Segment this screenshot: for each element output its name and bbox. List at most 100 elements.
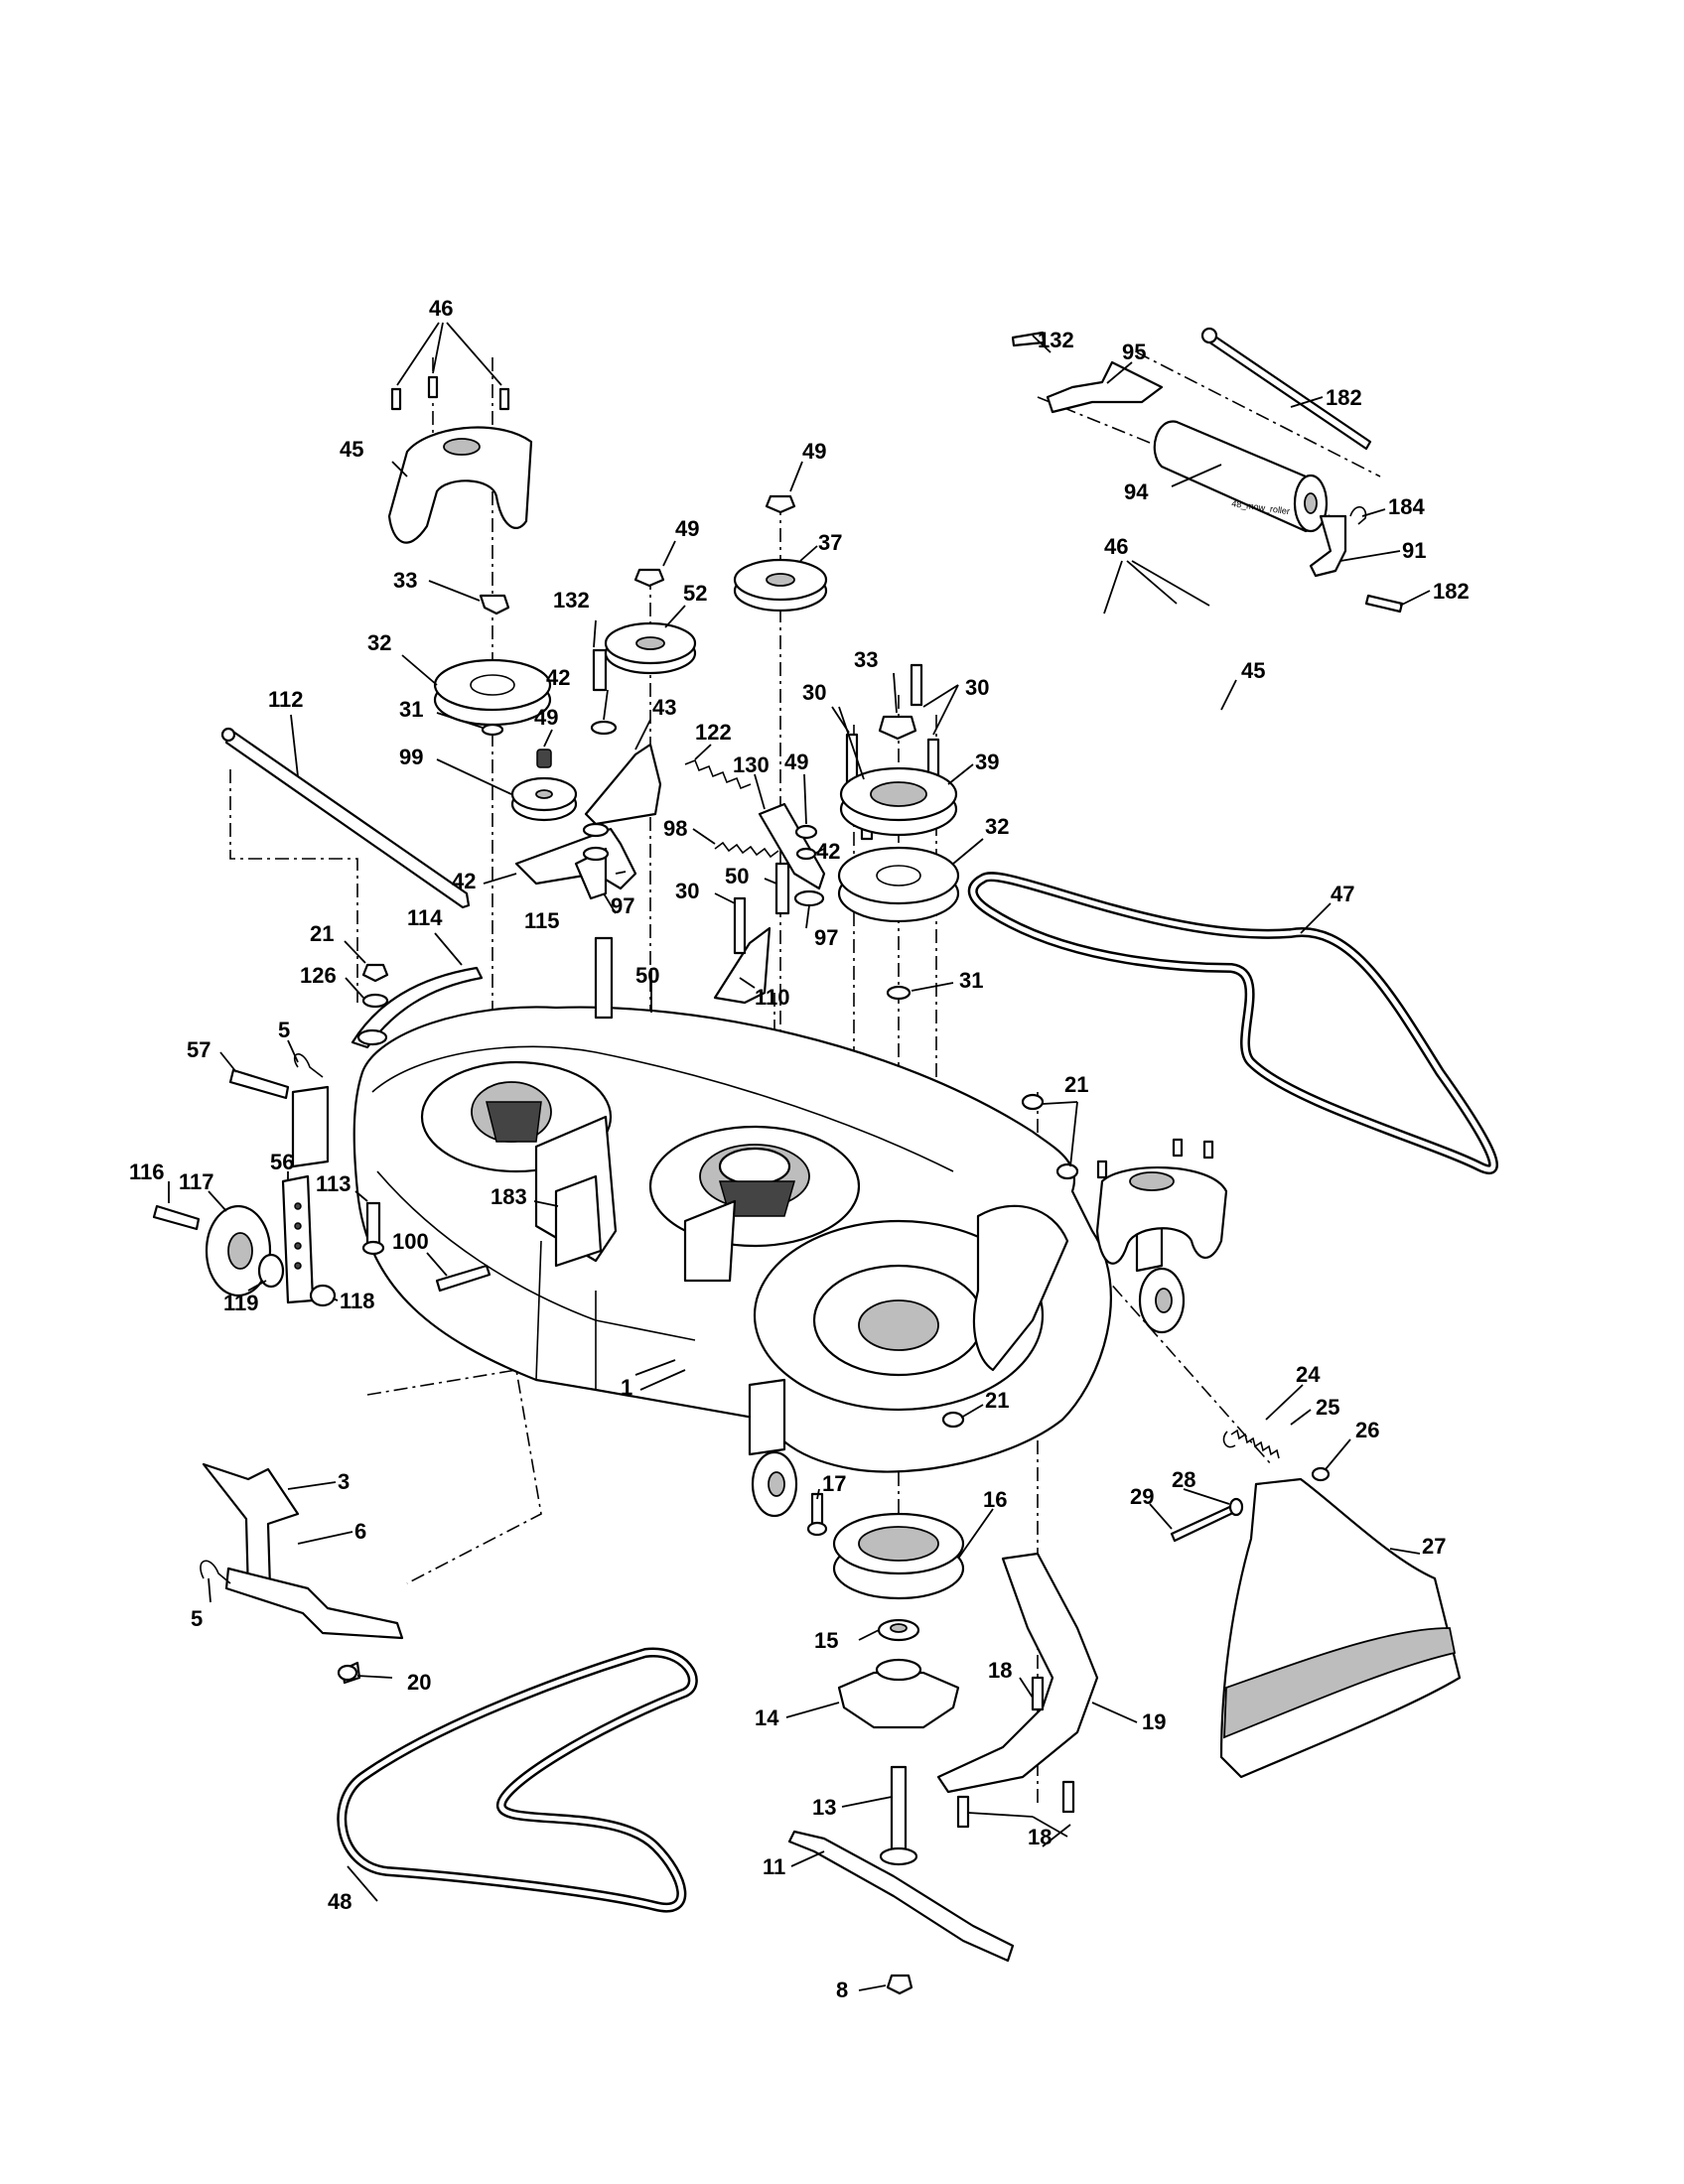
callout-21a: 21 [310,921,334,946]
bolt-132-top [1011,331,1046,347]
washer-97-right [793,889,825,907]
callout-26: 26 [1355,1418,1379,1442]
discharge-chute-27 [1219,1477,1462,1779]
pulley-32-right [837,846,960,923]
callout-33a: 33 [393,568,417,593]
callout-5a: 5 [278,1018,290,1042]
callout-13: 13 [812,1795,836,1820]
hinge-rod-29 [1170,1502,1241,1543]
callout-16: 16 [983,1487,1007,1512]
callout-6: 6 [354,1519,366,1544]
washer-28 [1228,1497,1244,1517]
right-spindle-cover [1095,1165,1228,1265]
bolt-113 [361,1201,385,1256]
callout-112: 112 [268,687,304,712]
belt-48 [337,1647,698,1913]
bolt-100 [435,1264,491,1293]
callout-46b: 46 [1104,534,1128,559]
callout-182: 182 [1326,385,1362,410]
callout-97a: 97 [611,893,634,918]
bolt-8 [886,1974,913,1995]
callout-15: 15 [814,1628,838,1653]
callout-37: 37 [818,530,842,555]
washer-49-center [794,824,818,861]
callout-45b: 45 [1241,658,1265,683]
callout-119: 119 [223,1291,259,1315]
callout-labels: 46 45 33 32 31 99 132 42 49 52 49 49 37 … [129,296,1470,2002]
callout-19: 20 [407,1670,431,1695]
callout-42b: 42 [816,839,840,864]
callout-3: 3 [338,1469,350,1494]
bracket-3 [202,1462,300,1595]
spindle-housing-14 [837,1658,960,1729]
callout-95: 95 [1122,340,1146,364]
callout-33b: 33 [854,647,878,672]
bolt-19 [337,1661,361,1685]
callout-117: 117 [179,1169,214,1194]
bolt-30-left [733,896,747,955]
callout-21c: 21 [985,1388,1009,1413]
wheel-117 [205,1204,272,1297]
callout-1: 1 [621,1375,632,1400]
bolt-50-center [774,862,790,915]
callout-5b: 5 [191,1606,203,1631]
callout-130: 132 [553,588,590,613]
roller-94: 48_mow_roller [1153,420,1329,533]
callout-21b: 21 [1064,1072,1088,1097]
callout-50b: 50 [635,963,659,988]
callout-99: 99 [399,745,423,769]
pin-5-top [293,1053,324,1078]
bracket-91 [1309,514,1347,578]
mower-deck-housing [291,1006,1186,1518]
callout-122: 126 [300,963,337,988]
pin-5-lower [200,1560,231,1584]
callout-29: 29 [1130,1484,1154,1509]
spring-121 [684,758,752,790]
spacer-ring-16 [832,1512,965,1600]
bearing-15 [877,1618,920,1642]
callout-20: 19 [1142,1709,1166,1734]
link-6 [224,1567,404,1640]
bolts-18 [956,1676,1075,1829]
callout-25: 25 [1316,1395,1339,1420]
callout-91: 91 [1402,538,1426,563]
spacer-119 [257,1253,285,1289]
callout-48: 48 [328,1889,351,1914]
callout-42c: 42 [452,869,476,893]
baffle-20 [936,1552,1099,1794]
idler-arm-115 [514,827,637,1020]
washer-31-left [481,723,504,737]
callout-31a: 31 [399,697,423,722]
callout-30a: 30 [675,879,699,903]
callout-49c: 49 [802,439,826,464]
callout-27: 27 [1422,1534,1446,1559]
callout-97b: 97 [814,925,838,950]
bracket-43 [584,743,662,826]
washer-122 [361,963,389,1009]
pulley-32-left [433,658,552,727]
callout-18a: 18 [988,1658,1012,1683]
nut-33-left [479,594,510,615]
callout-45a: 45 [340,437,363,462]
bracket-114 [351,966,484,1049]
bolt-132-bottom [1364,594,1404,614]
screws-46-left [390,375,510,411]
callout-14: 14 [755,1706,779,1730]
callout-57: 57 [187,1037,210,1062]
callout-56: 56 [270,1150,294,1174]
nut-26 [1311,1466,1331,1482]
callout-113: 113 [316,1171,351,1196]
idler-pulley-52 [604,568,697,675]
washers-42 [582,720,618,862]
callout-94: 94 [1124,479,1149,504]
callout-47: 47 [1331,882,1354,906]
callout-11: 11 [763,1854,785,1879]
callout-31b: 31 [959,968,983,993]
callout-17: 17 [822,1471,846,1496]
roller-pin-182 [1200,327,1372,451]
callout-43: 43 [652,695,676,720]
idler-pulley-99 [510,749,578,822]
nut-33-right [878,715,917,741]
callout-49a: 49 [534,705,558,730]
callout-24: 24 [1296,1362,1321,1387]
